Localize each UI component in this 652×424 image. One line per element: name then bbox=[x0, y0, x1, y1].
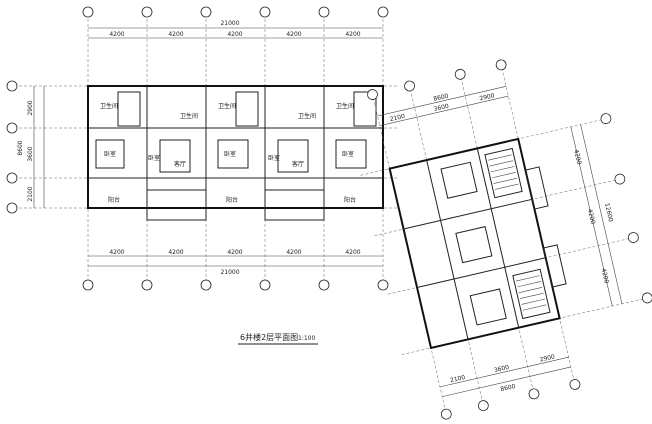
left-bay-dim-top: 4200 bbox=[286, 31, 301, 38]
left-total-dim-top: 21000 bbox=[220, 20, 239, 27]
left-bay-dim-bottom: 4200 bbox=[109, 249, 124, 256]
drawing-title-text: 6井楼2层平面图 bbox=[240, 332, 298, 342]
left-bay-dim-top: 4200 bbox=[227, 31, 242, 38]
right-top-dim: 3600 bbox=[433, 103, 450, 113]
left-side-dim: 2100 bbox=[27, 186, 34, 201]
right-side-dim: 4200 bbox=[586, 208, 596, 225]
room-label: 阳台 bbox=[108, 196, 120, 204]
right-bottom-dim: 3600 bbox=[493, 364, 510, 374]
left-outer-walls bbox=[87, 85, 384, 209]
left-side-dim: 2900 bbox=[27, 100, 34, 115]
room-label: 阳台 bbox=[226, 196, 238, 204]
right-side-dim: 4200 bbox=[600, 268, 610, 285]
left-dimension-lines bbox=[33, 27, 383, 267]
room-label: 客厅 bbox=[292, 160, 304, 168]
room-label: 卫生间 bbox=[100, 102, 118, 110]
room-label: 卫生间 bbox=[218, 102, 236, 110]
room-label: 卫生间 bbox=[180, 112, 198, 120]
left-bay-dim-top: 4200 bbox=[345, 31, 360, 38]
right-stairs bbox=[488, 154, 547, 311]
left-bay-dim-bottom: 4200 bbox=[345, 249, 360, 256]
left-bay-dim-bottom: 4200 bbox=[286, 249, 301, 256]
right-outer-walls bbox=[388, 137, 561, 350]
room-label: 卧室 bbox=[104, 150, 116, 158]
left-top-axis-bubbles bbox=[82, 6, 389, 18]
left-bay-dim-top: 4200 bbox=[109, 31, 124, 38]
room-label: 卧室 bbox=[268, 154, 280, 162]
right-side-dim: 4200 bbox=[572, 149, 582, 166]
right-bottom-dim: 2900 bbox=[539, 353, 556, 363]
right-side-dim: 12600 bbox=[603, 202, 614, 222]
right-axis-bubbles bbox=[367, 59, 652, 420]
left-wing: 21000 4200 4200 4200 4200 4200 4200 4200… bbox=[6, 6, 398, 291]
left-bay-dim-bottom: 4200 bbox=[168, 249, 183, 256]
room-label: 阳台 bbox=[344, 196, 356, 204]
right-top-dim: 8600 bbox=[433, 93, 450, 103]
room-label: 卧室 bbox=[342, 150, 354, 158]
room-label: 卧室 bbox=[148, 154, 160, 162]
left-balconies bbox=[146, 189, 325, 221]
left-bay-dim-top: 4200 bbox=[168, 31, 183, 38]
left-vertical-axes bbox=[87, 14, 384, 282]
left-partitions bbox=[88, 86, 383, 208]
room-label: 卫生间 bbox=[336, 102, 354, 110]
left-side-axis-bubbles bbox=[6, 80, 18, 214]
drawing-title: 6井楼2层平面图 1:100 bbox=[238, 332, 318, 345]
room-label: 客厅 bbox=[174, 160, 186, 168]
right-bottom-dim: 2100 bbox=[449, 374, 466, 384]
right-bottom-dim: 8600 bbox=[500, 383, 517, 393]
left-total-dim-bottom: 21000 bbox=[220, 269, 239, 276]
left-side-dim: 8600 bbox=[17, 140, 24, 155]
room-label: 卫生间 bbox=[298, 112, 316, 120]
right-wing: 8600 2100 3600 2900 2100 3600 2900 8600 … bbox=[360, 59, 652, 420]
right-top-dim: 2100 bbox=[389, 113, 406, 123]
right-dimension-lines bbox=[377, 86, 623, 397]
left-bay-dim-bottom: 4200 bbox=[227, 249, 242, 256]
right-partitions bbox=[403, 147, 567, 340]
drawing-scale-text: 1:100 bbox=[298, 335, 315, 342]
left-side-dim: 3600 bbox=[27, 146, 34, 161]
left-bottom-axis-bubbles bbox=[82, 279, 389, 291]
room-label: 卧室 bbox=[224, 150, 236, 158]
right-top-dim: 2900 bbox=[479, 92, 496, 102]
